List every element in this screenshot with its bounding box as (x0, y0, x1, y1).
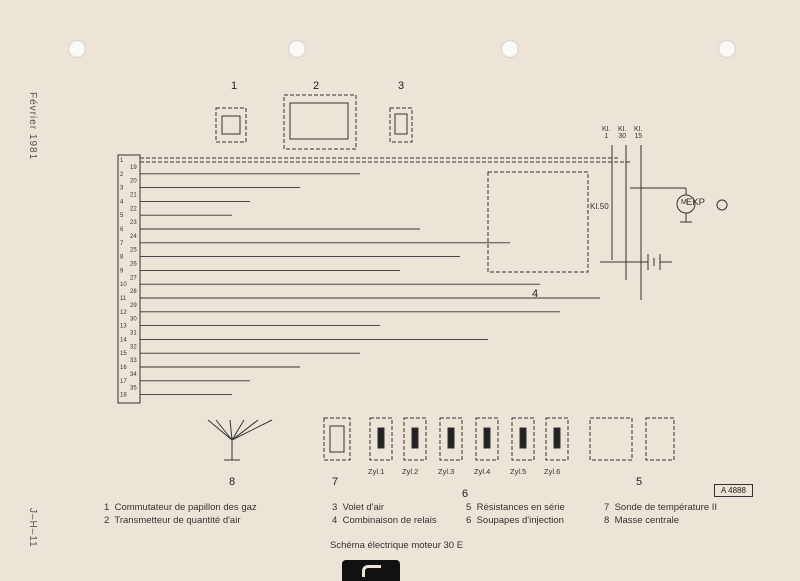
punch-hole (68, 40, 86, 58)
cylinder-label: Zyl.1 (368, 467, 385, 476)
connector-pin-label: 33 (130, 358, 137, 364)
component-number-8: 8 (229, 476, 236, 488)
connector-pin-label: 21 (130, 193, 137, 199)
injector-coil (377, 427, 385, 449)
legend-item-4: 4 Combinaison de relais (332, 515, 437, 526)
component-number-7: 7 (332, 476, 339, 488)
injector-coil (447, 427, 455, 449)
connector-pin-label: 27 (130, 275, 137, 281)
connector-pin-label: 26 (130, 262, 137, 268)
component-number-3: 3 (398, 80, 405, 92)
cylinder-label: Zyl.5 (510, 467, 527, 476)
connector-pin-label: 25 (130, 248, 137, 254)
connector-pin-label: 14 (120, 337, 127, 343)
injector-box (475, 417, 499, 461)
temperature-sensor (323, 417, 351, 461)
connector-pin-label: 8 (120, 255, 124, 261)
cylinder-label: Zyl.6 (544, 467, 561, 476)
connector-pin-label: 22 (130, 206, 137, 212)
terminal-kl30: KI. 30 (618, 126, 627, 140)
connector-pin-label: 30 (130, 317, 137, 323)
binder-tab-glyph (362, 565, 381, 577)
connector-pin-label: 9 (120, 268, 124, 274)
power-bus (140, 145, 642, 300)
connector-pin-label: 19 (130, 165, 137, 171)
connector-pin-label: 17 (120, 379, 127, 385)
connector-pin-label: 4 (120, 199, 124, 205)
connector-pin-label: 20 (130, 179, 137, 185)
connector-pin-label: 3 (120, 186, 124, 192)
injector-coil (411, 427, 419, 449)
injector-coil (483, 427, 491, 449)
connector-pin-label: 31 (130, 331, 137, 337)
punch-hole (718, 40, 736, 58)
wires (140, 173, 600, 396)
connector-pin-label: 24 (130, 234, 137, 240)
kl50-label: KI.50 (590, 202, 609, 211)
injector-box (511, 417, 535, 461)
connector-block (117, 154, 141, 404)
ekp-label: EKP (686, 197, 706, 208)
connector-pin-label: 23 (130, 220, 137, 226)
component-number-2: 2 (313, 80, 320, 92)
punch-hole (501, 40, 519, 58)
diagram-caption: Schéma électrique moteur 30 E (330, 540, 464, 551)
air-flow-meter (283, 94, 357, 150)
connector-pin-label: 1 (120, 158, 124, 164)
injector-coil (553, 427, 561, 449)
injector-box (403, 417, 427, 461)
connector-pin-label: 13 (120, 324, 127, 330)
legend-item-7: 7 Sonde de température II (604, 502, 718, 513)
motor-label: M (681, 199, 687, 206)
terminal-kl15: KI. 15 (634, 126, 643, 140)
connector-pin-label: 10 (120, 282, 127, 288)
injection-valves (369, 417, 569, 461)
legend-item-1: 1 Commutateur de papillon des gaz (104, 502, 257, 513)
connector-pin-label: 2 (120, 172, 124, 178)
connector-pin-label: 11 (120, 296, 127, 302)
legend-item-2: 2 Transmetteur de quantité d'air (104, 515, 241, 526)
connector-pin-label: 32 (130, 344, 137, 350)
binder-tab (342, 560, 400, 581)
connector-pin-label: 7 (120, 241, 124, 247)
throttle-switch (215, 107, 247, 143)
cylinder-label: Zyl.3 (438, 467, 455, 476)
connector-pin-label: 15 (120, 351, 127, 357)
terminal-kl1: KI. 1 (602, 126, 611, 140)
punch-hole (288, 40, 306, 58)
connector-pin-label: 5 (120, 213, 124, 219)
connector-pin-label: 12 (120, 310, 127, 316)
fuel-pump (630, 187, 728, 223)
connector-pin-label: 16 (120, 365, 127, 371)
cylinder-label: Zyl.4 (474, 467, 491, 476)
legend-item-6: 6 Soupapes d'injection (466, 515, 564, 526)
injector-coil (519, 427, 527, 449)
connector-pin-label: 29 (130, 303, 137, 309)
air-valve (389, 107, 413, 143)
component-number-1: 1 (231, 80, 238, 92)
legend-item-8: 8 Masse centrale (604, 515, 679, 526)
relay-combination (487, 171, 589, 273)
connector-pin-label: 18 (120, 393, 127, 399)
battery (600, 254, 672, 270)
central-ground (207, 419, 273, 461)
connector-pin-label: 6 (120, 227, 124, 233)
connector-pin-label: 34 (130, 372, 137, 378)
main-connector (117, 154, 141, 404)
injector-box (369, 417, 393, 461)
connector-pin-label: 35 (130, 386, 137, 392)
reference-box: A 4888 (714, 484, 753, 497)
component-number-5: 5 (636, 476, 643, 488)
legend-item-5: 5 Résistances en série (466, 502, 565, 513)
legend-item-3: 3 Volet d'air (332, 502, 385, 513)
cylinder-label: Zyl.2 (402, 467, 419, 476)
series-resistors (589, 417, 675, 461)
injector-box (439, 417, 463, 461)
injector-box (545, 417, 569, 461)
component-number-4: 4 (532, 288, 539, 300)
component-number-6: 6 (462, 488, 469, 500)
connector-pin-label: 28 (130, 289, 137, 295)
